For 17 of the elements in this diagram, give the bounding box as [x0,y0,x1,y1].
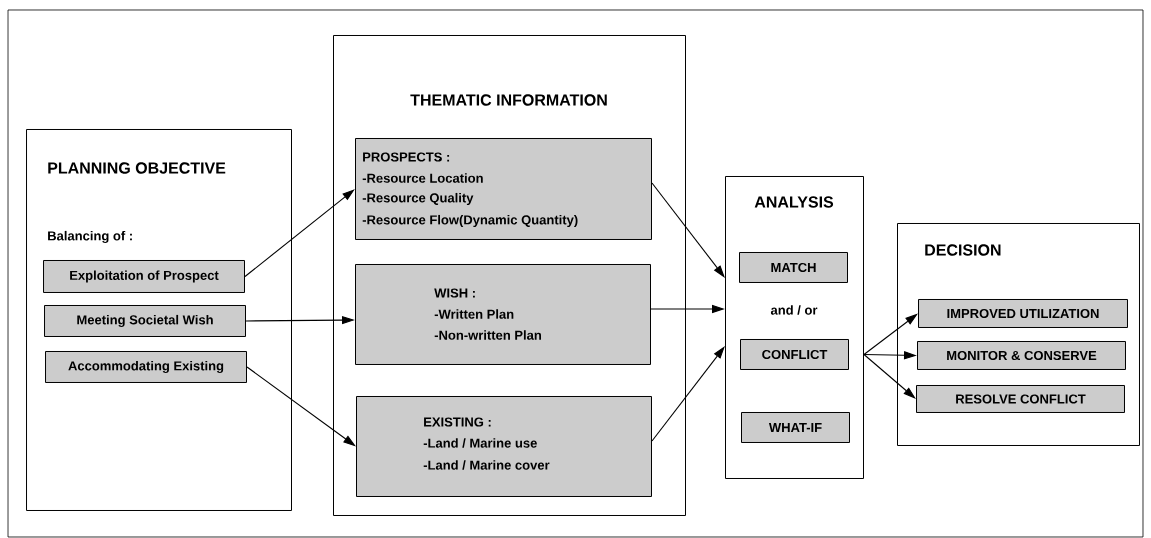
item-box: EXISTING : -Land / Marine use -Land / Marine cover [356,396,652,497]
item-box: Accommodating Existing [45,351,247,383]
item-box: IMPROVED UTILIZATION [918,299,1128,328]
item-box: WHAT-IF [741,412,850,443]
item-box: RESOLVE CONFLICT [916,385,1125,413]
arrow [863,353,916,399]
arrow [651,346,725,442]
item-box: Exploitation of Prospect [43,260,245,293]
item-box: MATCH [739,252,848,283]
item-box: PROSPECTS : -Resource Location -Resource Quality -Resource Flow(Dynamic Quantity) [355,138,652,240]
item-box: Meeting Societal Wish [44,305,246,337]
connector-text: and / or [770,305,818,315]
arrow [244,189,355,278]
item-box: CONFLICT [740,339,849,370]
arrow [651,182,725,278]
item-box: WISH : -Written Plan -Non-written Plan [355,264,651,365]
item-box: MONITOR & CONSERVE [917,341,1126,370]
